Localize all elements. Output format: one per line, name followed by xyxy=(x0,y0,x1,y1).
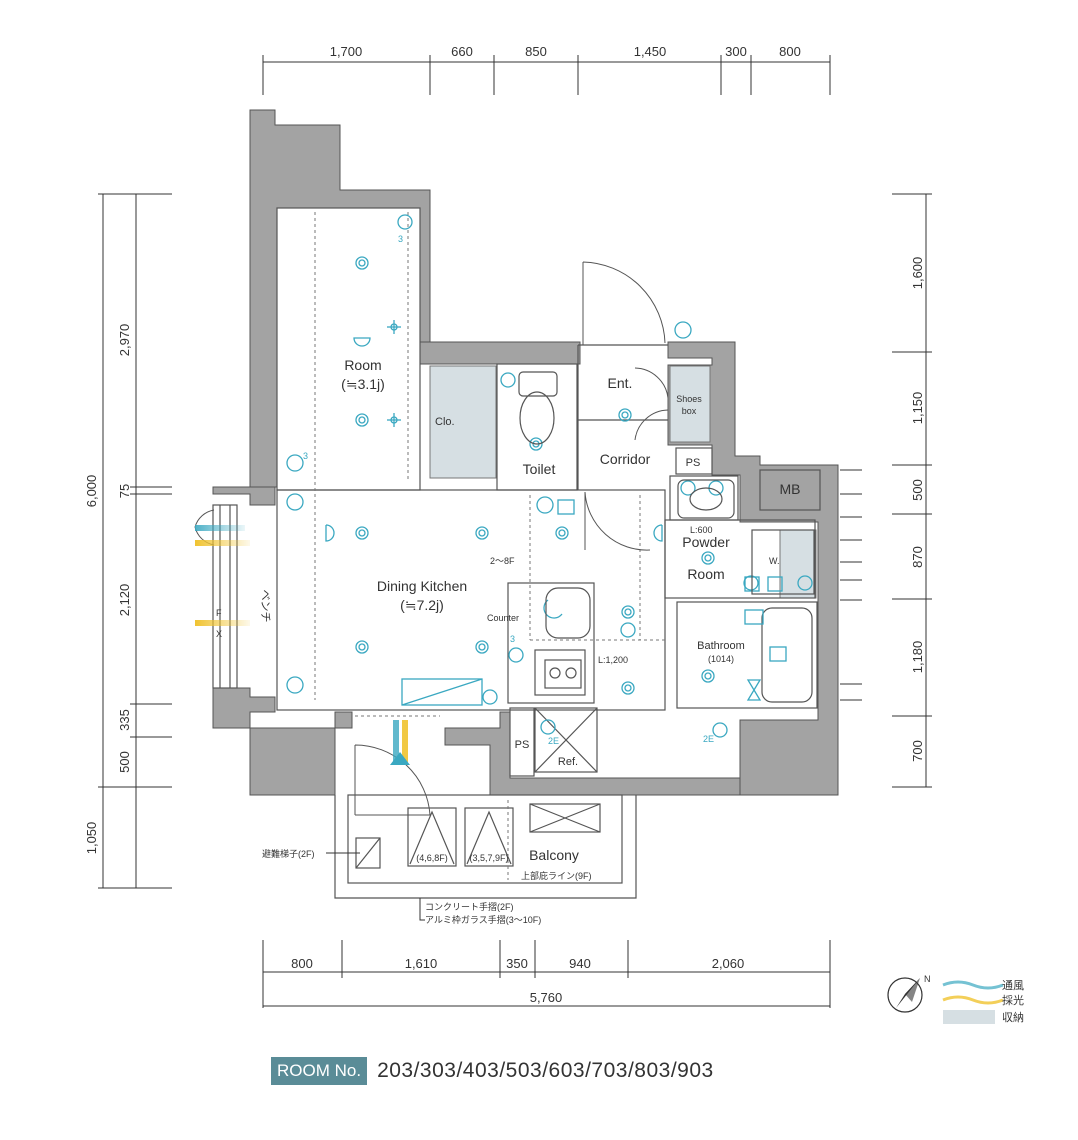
floors-2-8-label: 2～8F xyxy=(490,556,515,566)
balcony-label: Balcony xyxy=(529,847,579,863)
room-label: Room xyxy=(344,357,381,373)
unit-b-label: (3,5,7,9F) xyxy=(469,853,508,863)
bathroom-size: (1014) xyxy=(708,654,734,664)
fix-label-x: X xyxy=(216,629,222,639)
room-size: (≒3.1j) xyxy=(341,376,385,392)
dim-bottom-3: 350 xyxy=(506,956,528,971)
dim-right-4: 870 xyxy=(910,546,925,568)
outlet-3-label-room: 3 xyxy=(303,451,308,461)
dim-left-total: 6,000 xyxy=(84,475,99,508)
dim-right-6: 700 xyxy=(910,740,925,762)
svg-text:N: N xyxy=(924,974,931,984)
bathroom-label: Bathroom xyxy=(697,640,745,652)
dim-left-3: 2,120 xyxy=(117,584,132,617)
corridor-label: Corridor xyxy=(600,451,651,467)
fix-label-f: F xyxy=(216,608,222,618)
dining-kitchen-label: Dining Kitchen xyxy=(377,578,467,594)
dimension-bottom xyxy=(262,940,831,1008)
dim-top-4: 1,450 xyxy=(634,44,667,59)
dim-left-2: 75 xyxy=(117,484,132,498)
room-number-banner: ROOM No. 203/303/403/503/603/703/803/903 xyxy=(271,1057,714,1085)
dimension-left xyxy=(98,193,172,889)
dim-top-1: 1,700 xyxy=(330,44,363,59)
dim-top-5: 300 xyxy=(725,44,747,59)
railing-leader xyxy=(419,898,425,921)
dim-left-5: 500 xyxy=(117,751,132,773)
sanitary-fixtures xyxy=(518,371,815,689)
dim-right-1: 1,600 xyxy=(910,257,925,290)
outlet-2e-label-kitchen: 2E xyxy=(548,736,559,746)
compass-icon: N xyxy=(887,974,931,1013)
eave-line-label: 上部庇ライン(9F) xyxy=(521,870,592,881)
dim-top-2: 660 xyxy=(451,44,473,59)
dim-top-6: 800 xyxy=(779,44,801,59)
outlet-2e-label: 2E xyxy=(703,734,714,744)
mb-label: MB xyxy=(780,481,801,497)
escape-ladder-label: 避難梯子(2F) xyxy=(262,848,315,859)
legend-ventilation: 通風 xyxy=(1002,979,1024,992)
washing-machine-label: W. xyxy=(769,556,780,566)
dim-left-4: 335 xyxy=(117,709,132,731)
powder-room-label-1: Powder xyxy=(682,534,730,550)
exterior-ticks xyxy=(840,469,862,701)
outlet-3-label: 3 xyxy=(398,234,403,244)
dim-bottom-total: 5,760 xyxy=(530,990,563,1005)
l1200-label: L:1,200 xyxy=(598,655,628,665)
shoes-box-label-2: box xyxy=(682,406,697,416)
dimension-right xyxy=(892,193,932,788)
dim-bottom-5: 2,060 xyxy=(712,956,745,971)
dashed-lines xyxy=(314,212,665,880)
legend-storage: 収納 xyxy=(1002,1011,1024,1024)
entrance-label: Ent. xyxy=(608,375,633,391)
dim-left-1: 2,970 xyxy=(117,324,132,357)
refrigerator-label: Ref. xyxy=(558,756,578,768)
dim-right-3: 500 xyxy=(910,479,925,501)
outlet-3-label-counter: 3 xyxy=(510,634,515,644)
railing-label-2: アルミ枠ガラス手摺(3～10F) xyxy=(425,914,541,925)
counter-label: Counter xyxy=(487,613,519,623)
powder-room-label-2: Room xyxy=(687,566,724,582)
ventilation-daylight xyxy=(195,525,410,765)
dimension-top xyxy=(262,55,831,95)
dining-kitchen-size: (≒7.2j) xyxy=(400,597,444,613)
dim-left-6: 1,050 xyxy=(84,822,99,855)
dim-bottom-4: 940 xyxy=(569,956,591,971)
dim-right-5: 1,180 xyxy=(910,641,925,674)
unit-a-label: (4,6,8F) xyxy=(416,853,448,863)
room-number-list: 203/303/403/503/603/703/803/903 xyxy=(377,1059,714,1082)
storage-areas xyxy=(429,365,817,599)
legend-daylight: 採光 xyxy=(1002,993,1024,1007)
l600-label: L:600 xyxy=(690,525,713,535)
dim-bottom-1: 800 xyxy=(291,956,313,971)
legend xyxy=(942,980,1004,1024)
toilet-label: Toilet xyxy=(523,461,556,477)
ps-top-label: PS xyxy=(686,457,701,469)
interior-lines xyxy=(212,207,821,899)
dim-bottom-2: 1,610 xyxy=(405,956,438,971)
bench-label: ベンチ xyxy=(259,590,272,623)
room-number-label: ROOM No. xyxy=(271,1057,368,1085)
shoes-box-label-1: Shoes xyxy=(676,394,702,404)
closet-label: Clo. xyxy=(435,416,455,428)
dim-top-3: 850 xyxy=(525,44,547,59)
ps-bottom-label: PS xyxy=(515,739,530,751)
railing-label-1: コンクリート手摺(2F) xyxy=(425,901,514,912)
dim-right-2: 1,150 xyxy=(910,392,925,425)
